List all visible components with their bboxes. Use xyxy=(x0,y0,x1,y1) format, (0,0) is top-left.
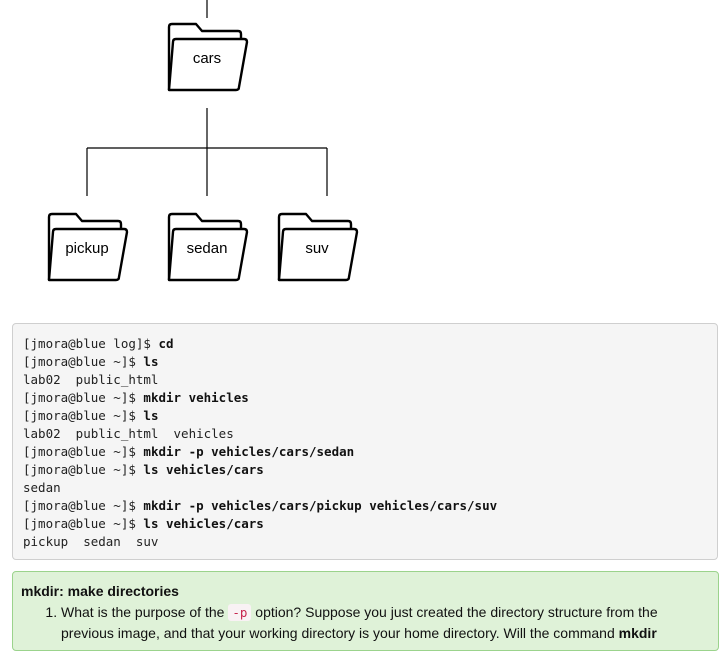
terminal-transcript: [jmora@blue log]$ cd [jmora@blue ~]$ ls … xyxy=(12,323,718,560)
folder-icon-suv xyxy=(277,212,359,282)
terminal-line: [jmora@blue ~]$ ls xyxy=(23,354,159,369)
folder-icon-sedan xyxy=(167,212,249,282)
question-item: What is the purpose of the -p option? Su… xyxy=(61,602,710,644)
option-code: -p xyxy=(228,604,252,621)
terminal-output: lab02 public_html xyxy=(23,372,159,387)
terminal-line: [jmora@blue ~]$ mkdir -p vehicles/cars/p… xyxy=(23,498,498,513)
question-list: What is the purpose of the -p option? Su… xyxy=(21,602,710,644)
terminal-output: lab02 public_html vehicles xyxy=(23,426,234,441)
command-name: mkdir xyxy=(618,625,657,641)
directory-tree-diagram: cars pickup sedan suv xyxy=(0,0,726,300)
folder-label-pickup: pickup xyxy=(65,240,109,257)
folder-label-cars: cars xyxy=(192,50,222,67)
exercise-box: mkdir: make directories What is the purp… xyxy=(12,571,719,651)
folder-icon-cars xyxy=(167,22,249,92)
folder-label-sedan: sedan xyxy=(186,240,228,257)
folder-label-suv: suv xyxy=(305,240,329,257)
terminal-line: [jmora@blue ~]$ ls xyxy=(23,408,159,423)
terminal-line: [jmora@blue log]$ cd xyxy=(23,336,174,351)
terminal-output: pickup sedan suv xyxy=(23,534,159,549)
terminal-output: sedan xyxy=(23,480,61,495)
terminal-line: [jmora@blue ~]$ mkdir -p vehicles/cars/s… xyxy=(23,444,355,459)
tree-lines xyxy=(47,0,359,282)
folder-icon-pickup xyxy=(47,212,129,282)
terminal-line: [jmora@blue ~]$ ls vehicles/cars xyxy=(23,462,264,477)
exercise-title: mkdir: make directories xyxy=(21,583,179,599)
terminal-line: [jmora@blue ~]$ mkdir vehicles xyxy=(23,390,249,405)
terminal-line: [jmora@blue ~]$ ls vehicles/cars xyxy=(23,516,264,531)
